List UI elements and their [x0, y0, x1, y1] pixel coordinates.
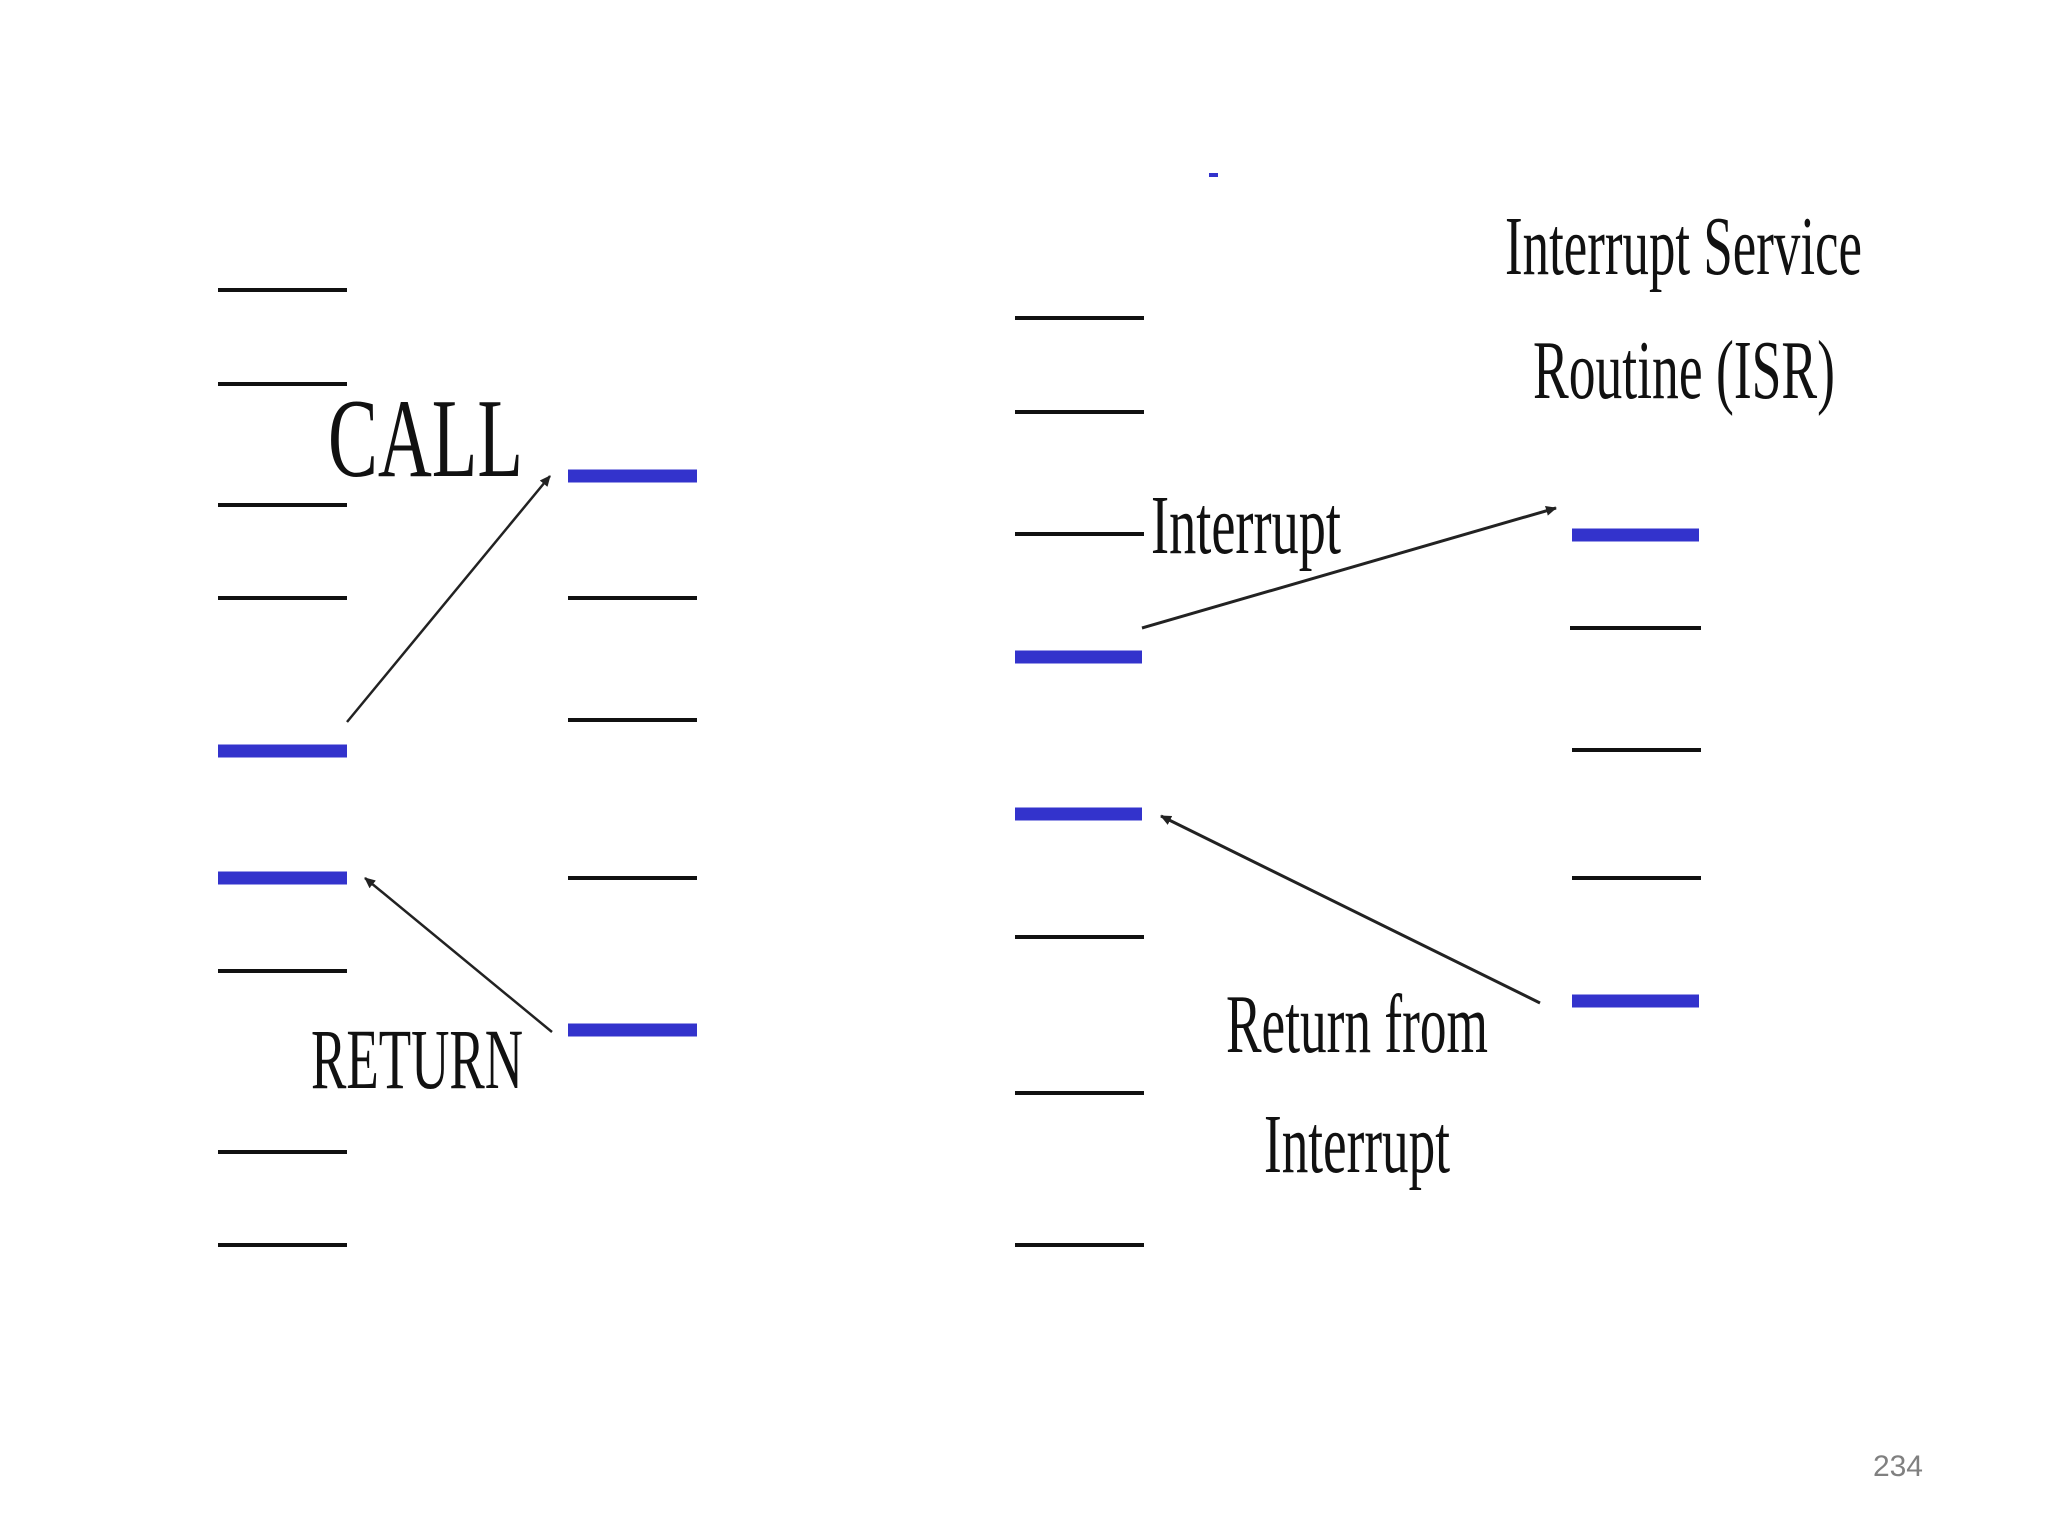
- call-label: CALL: [328, 377, 523, 501]
- isr-column: [1570, 528, 1701, 1008]
- main-program-column: [218, 288, 347, 1247]
- return-from-interrupt-line2: Interrupt: [1264, 1098, 1450, 1191]
- return-from-interrupt-line1: Return from: [1226, 978, 1488, 1071]
- interrupt-label: Interrupt: [1151, 479, 1341, 572]
- main-program-column-interrupt: [1015, 316, 1144, 1247]
- page-number: 234: [1872, 1450, 1923, 1483]
- isr-title-line1: Interrupt Service: [1505, 200, 1862, 293]
- isr-title-line2: Routine (ISR): [1533, 324, 1835, 417]
- return-label: RETURN: [311, 1011, 523, 1107]
- blue-mark: [1209, 173, 1218, 177]
- subroutine-column: [568, 469, 697, 1037]
- call-arrow: [346, 475, 551, 723]
- return-from-interrupt-arrow: [1160, 814, 1541, 1005]
- return-arrow: [364, 877, 553, 1033]
- interrupt-arrow: [1141, 505, 1557, 630]
